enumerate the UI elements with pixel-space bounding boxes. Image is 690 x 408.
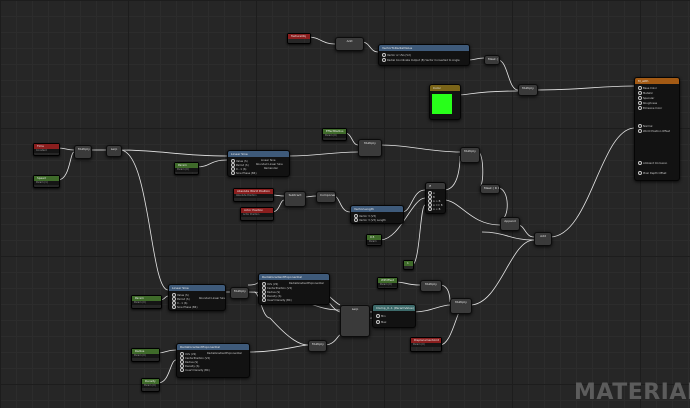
material-result-node[interactable]: M_with Base Color Metallic Specular Roug… <box>634 77 680 181</box>
radius-param-node[interactable]: Radius Param (0) <box>131 348 160 362</box>
pin-normal[interactable]: Normal <box>638 124 652 128</box>
pin-base-color[interactable]: Base Color <box>638 86 657 90</box>
multiply-bottom-node[interactable]: Multiply <box>308 340 327 352</box>
displacement-param-node[interactable]: DisplacementAmt Param (0) <box>410 337 442 352</box>
wp-offset-param-node[interactable]: WPOffset Param (0) <box>377 277 398 289</box>
multiply-low3-node[interactable]: Multiply <box>450 298 472 314</box>
add-right-node[interactable]: Add <box>534 232 552 246</box>
add-top-node[interactable]: Add <box>335 37 364 51</box>
multiply-time-node[interactable]: Multiply <box>74 145 92 159</box>
multiply-top-node[interactable]: Multiply <box>518 84 538 96</box>
texcoord-node[interactable]: TextureObj <box>287 33 311 44</box>
density-param-node[interactable]: Density Param (0) <box>141 378 160 392</box>
radial-gradient-exp-node-1[interactable]: RadialGradientExponential UVs (V2) Cente… <box>258 273 330 305</box>
mask-rg-node[interactable]: Mask ( R G ) <box>480 184 500 194</box>
actor-position-node[interactable]: Actor Position Actor Position <box>240 207 274 221</box>
pin-pixel-depth-offset[interactable]: Pixel Depth Offset <box>638 171 666 175</box>
pin-world-position-offset[interactable]: World Position Offset <box>638 129 670 133</box>
color-node-title: Color <box>430 85 460 91</box>
multiply-right-node[interactable]: Multiply <box>460 147 480 163</box>
param-a-node[interactable]: Param Param (0) <box>174 162 199 175</box>
vector-to-radial-node[interactable]: VectorToRadialValue Vector or UVs (V2) R… <box>378 44 470 66</box>
if-node[interactable]: If A B A > B A == B A < B <box>425 182 446 214</box>
subtract-node[interactable]: Subtract <box>284 191 306 207</box>
color-preview-swatch <box>432 94 452 114</box>
effect-radius-param-node[interactable]: EffectRadius Param (0) <box>322 128 347 141</box>
result-node-title: M_with <box>635 78 679 84</box>
radial-gradient-exp-node-2[interactable]: RadialGradientExponential UVs (V2) Cente… <box>176 343 250 378</box>
material-watermark: MATERIAL <box>574 380 690 405</box>
pin-roughness[interactable]: Roughness <box>638 101 657 105</box>
mask-top-node[interactable]: Mask ( R ) <box>484 55 500 65</box>
append-node[interactable]: Append <box>500 217 520 231</box>
vector-length-node[interactable]: VectorLength Vector 3 (V3) Vector 3 (V3)… <box>350 205 404 224</box>
multiply-low2-node[interactable]: Multiply <box>420 280 442 292</box>
clamp-node[interactable]: Clamp_0..1 (ParamValue) Min Max <box>372 304 416 328</box>
const-one-node[interactable]: 1 <box>403 260 414 270</box>
color-preview-node[interactable]: Color <box>429 84 461 120</box>
speed-param-node[interactable]: Speed Param (1) <box>33 175 60 188</box>
linear-sine-node-2[interactable]: Linear Sine Value (S) Period (S) 0 - 1 (… <box>168 284 226 311</box>
absolute-world-position-node[interactable]: Absolute World Position Absolute Positio… <box>233 188 274 202</box>
param-low-node[interactable]: Param Param (0) <box>131 295 162 309</box>
pin-ambient-occlusion[interactable]: Ambient Occlusion <box>638 161 667 165</box>
lerp-mid-node[interactable]: Lerp <box>106 145 122 157</box>
pin-metallic[interactable]: Metallic <box>638 91 653 95</box>
component-mask-node[interactable]: ComponentMask <box>316 191 336 203</box>
lerp-low-node[interactable]: Lerp <box>340 305 370 337</box>
multiply-low-node[interactable]: Multiply <box>230 287 249 299</box>
multiply-mid-node[interactable]: Multiply <box>358 139 382 157</box>
pin-specular[interactable]: Specular <box>638 96 654 100</box>
time-node[interactable]: Time Constant <box>33 143 60 156</box>
linear-sine-node-1[interactable]: Linear Sine Value (S) Period (S) 0 - 1 (… <box>227 150 290 177</box>
const-half-node[interactable]: 0.5 Param <box>366 234 382 246</box>
pin-emissive-color[interactable]: Emissive Color <box>638 106 662 110</box>
